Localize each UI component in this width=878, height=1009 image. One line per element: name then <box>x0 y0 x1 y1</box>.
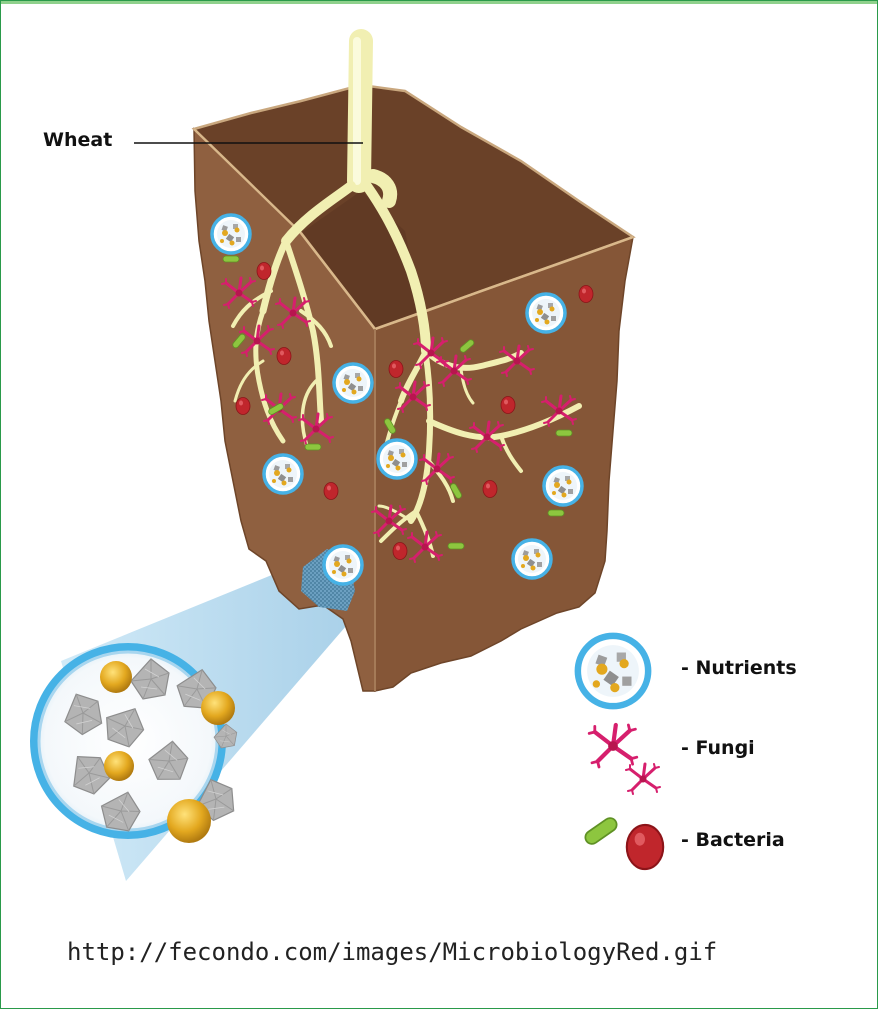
wheat-label: Wheat <box>43 129 112 151</box>
zoom-circle-icon <box>34 647 239 843</box>
legend-fungi-icon <box>589 725 660 794</box>
legend-nutrients-label: - Nutrients <box>681 657 797 679</box>
source-url-caption: http://fecondo.com/images/MicrobiologyRe… <box>67 938 717 966</box>
legend-bacteria-label: - Bacteria <box>681 829 785 851</box>
legend-nutrient-icon <box>578 636 648 706</box>
legend-fungi-label: - Fungi <box>681 737 755 759</box>
legend-bacteria-icon <box>583 815 663 869</box>
